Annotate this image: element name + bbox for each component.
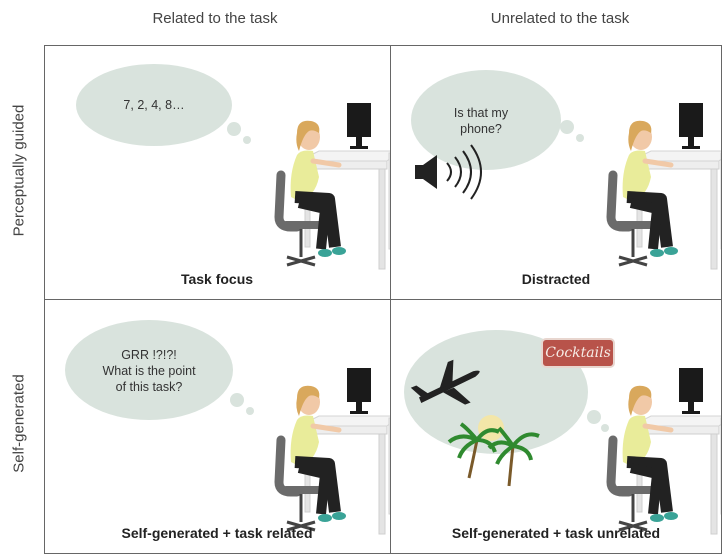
cocktails-sign: Cocktails: [541, 338, 615, 368]
palm-trees-icon: [447, 422, 540, 487]
airplane-icon: [410, 359, 480, 405]
thought-line: of this task?: [115, 380, 183, 394]
column-header-unrelated: Unrelated to the task: [490, 10, 630, 27]
caption-task-focus: Task focus: [180, 271, 254, 287]
thought-text: 7, 2, 4, 8…: [84, 97, 224, 113]
scene-distracted: [411, 70, 721, 299]
thought-line: What is the point: [102, 364, 196, 378]
caption-self-generated-task-related: Self-generated + task related: [121, 525, 313, 541]
horizontal-divider: [44, 299, 721, 300]
column-header-related: Related to the task: [152, 10, 278, 27]
thought-line: phone?: [460, 122, 502, 136]
thought-text: GRR !?!?! What is the point of this task…: [69, 347, 229, 395]
thought-bubble: [65, 320, 254, 420]
thought-text: Is that my phone?: [426, 105, 536, 137]
cell-self-generated-task-related: GRR !?!?! What is the point of this task…: [44, 300, 390, 553]
caption-self-generated-task-unrelated: Self-generated + task unrelated: [451, 525, 661, 541]
thought-bubble: [411, 70, 584, 170]
row-header-perceptually-guided: Perceptually guided: [10, 104, 28, 237]
cell-self-generated-task-unrelated: Cocktails Self-generated + task unrelate…: [391, 300, 721, 553]
thought-line: 7, 2, 4, 8…: [123, 98, 185, 112]
cell-task-focus: 7, 2, 4, 8… Task focus: [44, 45, 390, 299]
sign-text: Cocktails: [545, 345, 611, 361]
scene-self-generated-related: [65, 320, 390, 553]
scene-task-focus: [76, 64, 390, 299]
thought-line: Is that my: [453, 106, 509, 120]
cell-distracted: Is that my phone? Distracted: [391, 45, 721, 299]
caption-distracted: Distracted: [521, 271, 591, 287]
thought-bubble: [76, 64, 251, 146]
speaker-icon: [415, 144, 482, 200]
row-header-self-generated: Self-generated: [10, 374, 28, 473]
thought-line: GRR !?!?!: [121, 348, 177, 362]
grid-frame: [44, 45, 722, 554]
quadrant-grid: 7, 2, 4, 8… Task focus Is th: [44, 45, 722, 554]
